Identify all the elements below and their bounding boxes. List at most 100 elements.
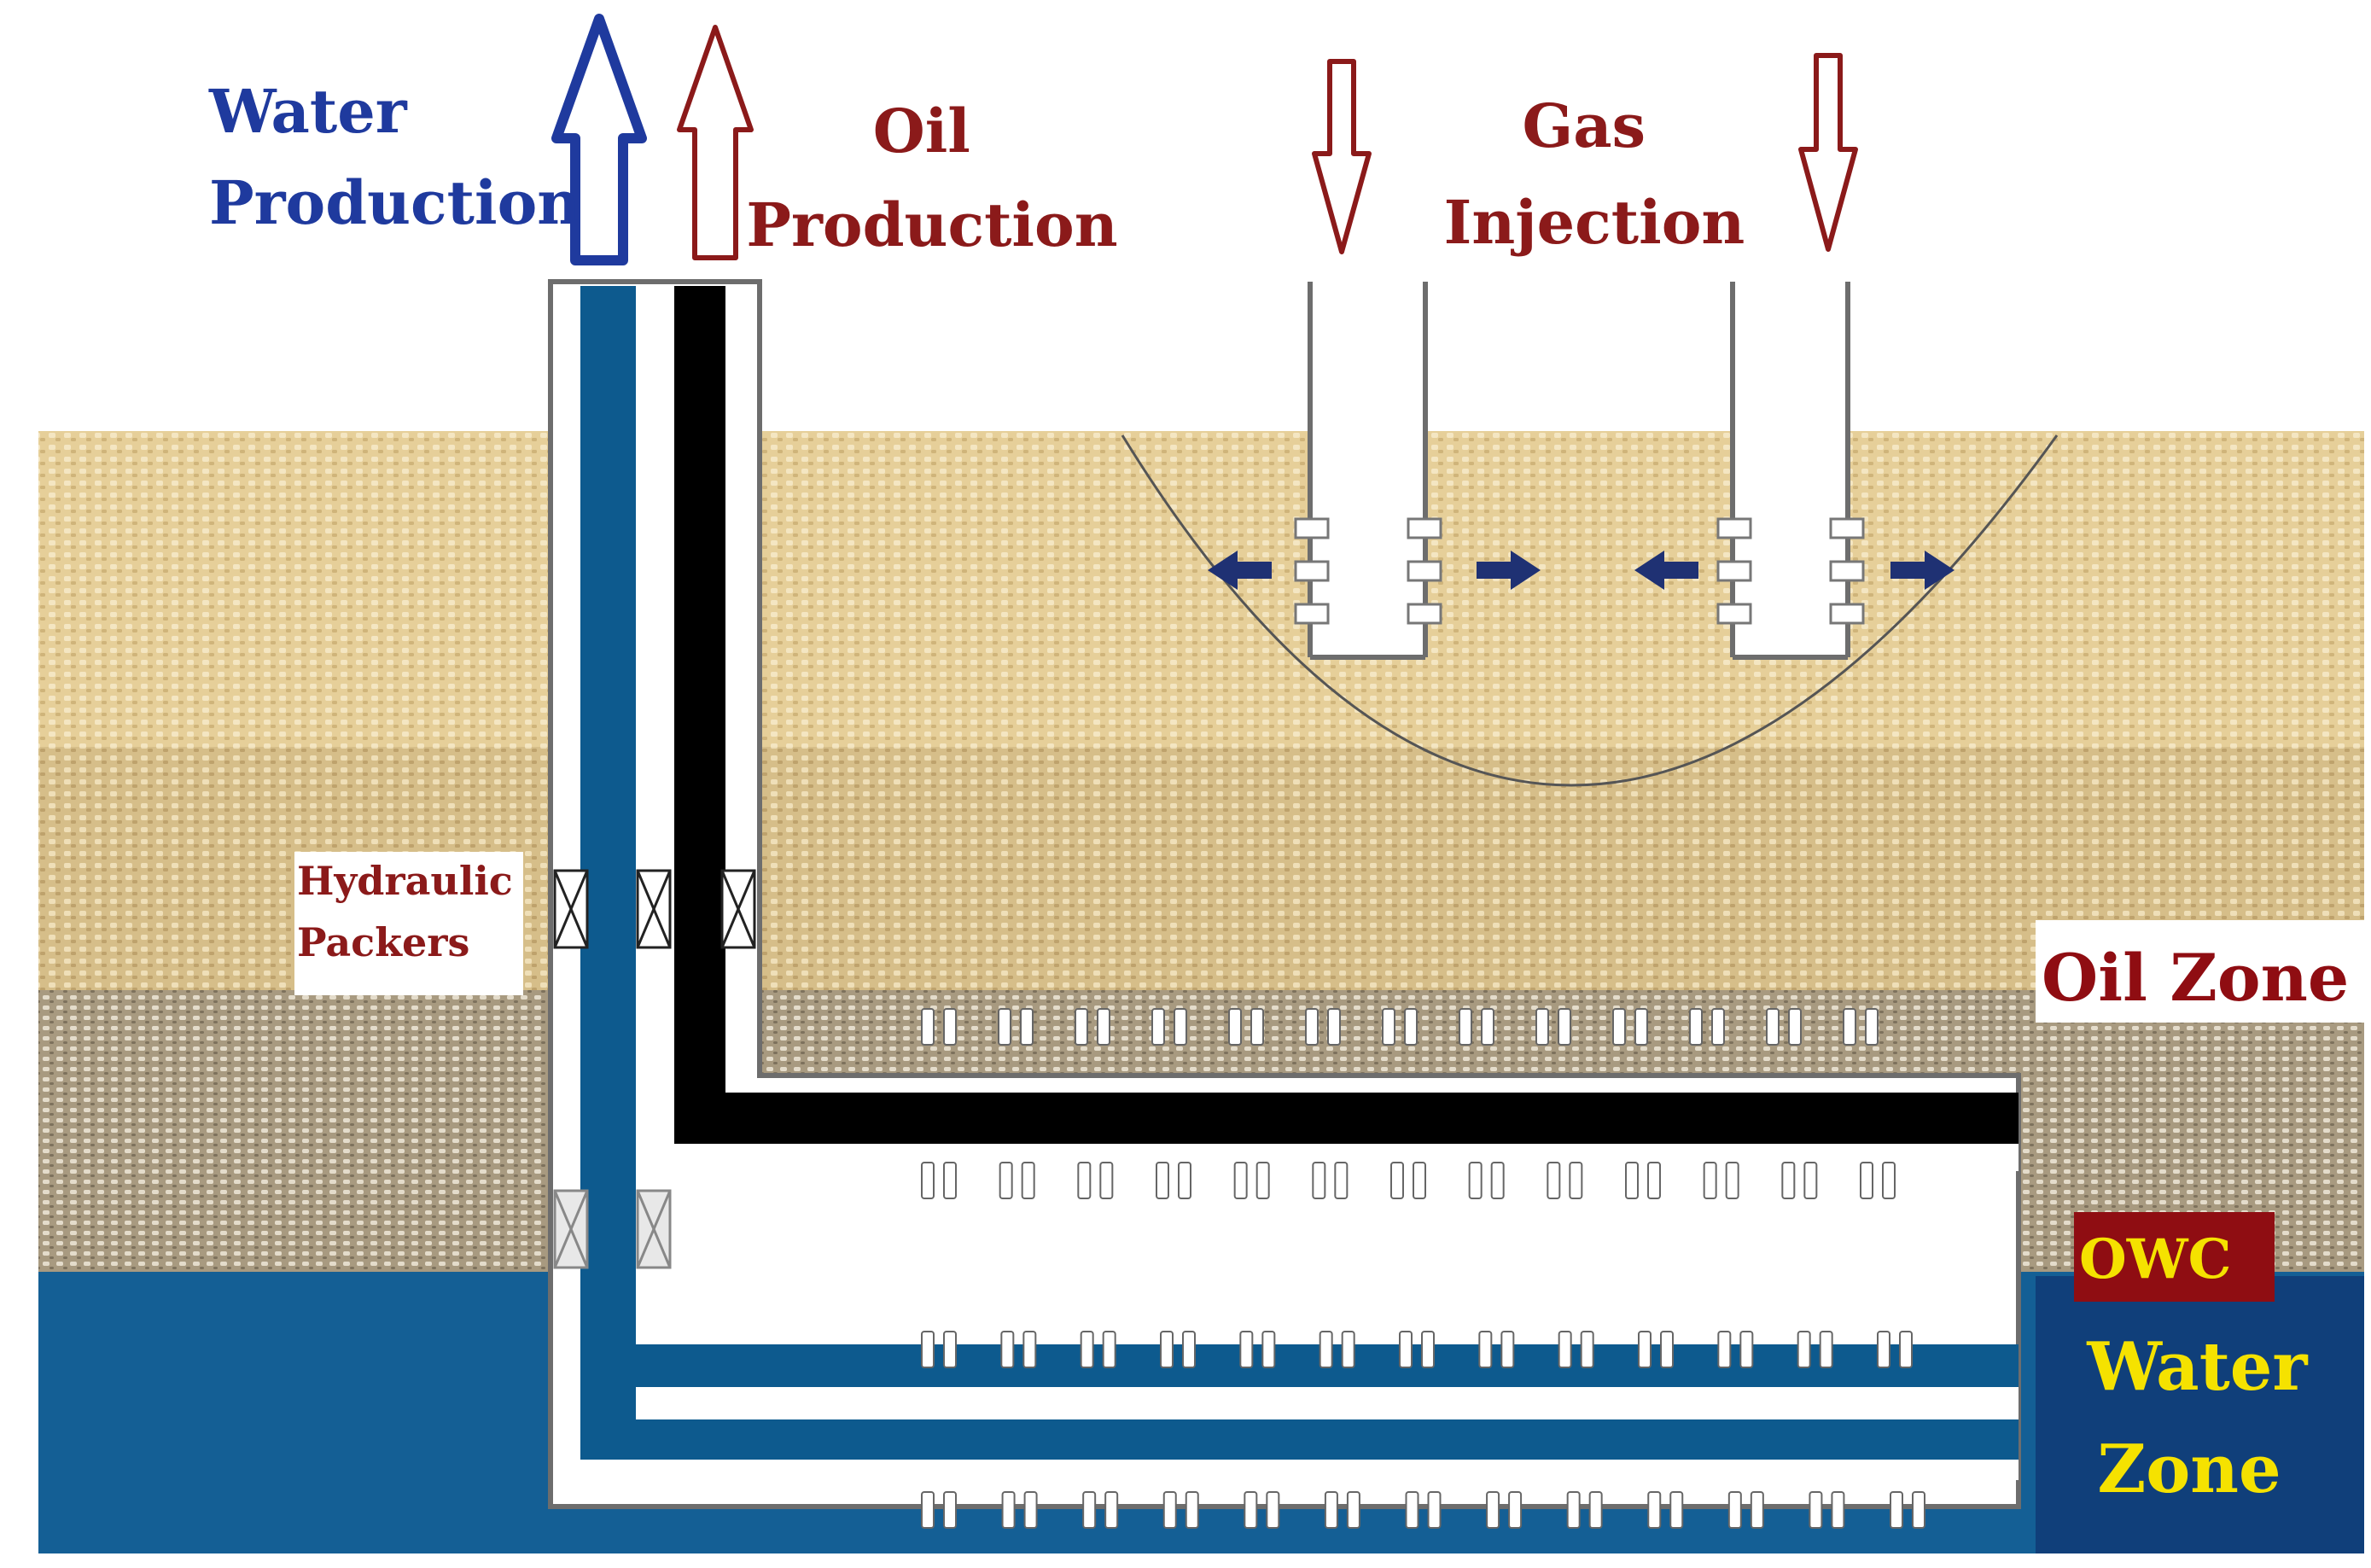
perforation-slot [1625, 1162, 1639, 1199]
perforation-slot [1803, 1162, 1818, 1199]
perforation-slot [1390, 1162, 1404, 1199]
perforation-slot [1001, 1491, 1016, 1529]
packer-icon [636, 1189, 672, 1269]
perforation-slot [943, 1008, 957, 1046]
water-production-label: Water Production [208, 76, 580, 238]
sand-layer-upper [38, 431, 2364, 755]
arrow-left-icon [1208, 551, 1272, 590]
water-production-arrow-icon [551, 14, 647, 265]
perforation-slot [1413, 1162, 1426, 1199]
perforation-slot [1558, 1008, 1571, 1046]
perforation-slot [1669, 1491, 1684, 1529]
perforation-slot [1250, 1008, 1264, 1046]
perforation-slot [943, 1331, 957, 1368]
perforation-slot [921, 1162, 935, 1199]
perforation-slot [1080, 1331, 1094, 1368]
perforation-slot [1781, 1162, 1796, 1199]
perforation-slot [1689, 1008, 1703, 1046]
perforation-slot [1660, 1331, 1674, 1368]
perforation-slot [1233, 1162, 1248, 1199]
perforation-slot [1022, 1331, 1037, 1368]
perforation-slot [1020, 1008, 1034, 1046]
perforation-slot [1535, 1008, 1549, 1046]
perforation-slot [1819, 1331, 1833, 1368]
perforation-slot [1865, 1008, 1879, 1046]
perforation-slot [1647, 1162, 1661, 1199]
arrow-right-icon [1477, 551, 1541, 590]
perforation-slot [1634, 1008, 1648, 1046]
perforation-slot [1717, 1331, 1732, 1368]
perforation-slot [1324, 1491, 1338, 1529]
perforation-slot [1899, 1331, 1913, 1368]
perforation-slot [1104, 1491, 1119, 1529]
perforation-slot [1151, 1008, 1165, 1046]
perforations [921, 1008, 1925, 1529]
gas-injection-well-1 [1294, 282, 1442, 660]
perforation-slot [921, 1331, 935, 1368]
perforation-slot [1558, 1331, 1572, 1368]
perforation-slot [1261, 1331, 1276, 1368]
perforation-slot [1500, 1331, 1515, 1368]
perforation-slot [1077, 1162, 1092, 1199]
perforation-slot [1255, 1162, 1270, 1199]
oil-zone-label-bg [2036, 920, 2364, 1023]
perforation-slot [1082, 1491, 1097, 1529]
perforation-slot [1427, 1491, 1442, 1529]
perforation-slot [1185, 1491, 1199, 1529]
oil-production-arrow-icon [677, 25, 754, 260]
perforation-slot [1160, 1331, 1174, 1368]
perforation-slot [1099, 1162, 1114, 1199]
perforation-slot [1882, 1162, 1896, 1199]
perforation-slot [1000, 1331, 1015, 1368]
perforation-slot [1102, 1331, 1116, 1368]
perforation-slot [1382, 1008, 1395, 1046]
perforation-slot [1228, 1008, 1242, 1046]
perforation-slot [1739, 1331, 1754, 1368]
perforation-slot [1346, 1491, 1360, 1529]
arrow-right-icon [1890, 551, 1954, 590]
perforation-slot [1244, 1491, 1258, 1529]
gas-injection-label: Gas Injection [1444, 90, 1745, 258]
perforation-slot [1319, 1331, 1333, 1368]
perforation-slot [1612, 1008, 1626, 1046]
perforation-slot [1890, 1491, 1903, 1529]
production-arrows [551, 14, 754, 265]
perforation-slot [1831, 1491, 1845, 1529]
gas-injection-well-2 [1716, 282, 1865, 660]
perforation-slot [1750, 1491, 1764, 1529]
gas-dispersion-arrows [1208, 551, 1954, 590]
gas-injection-arrow-icon [1798, 53, 1858, 252]
perforation-slot [921, 1491, 935, 1529]
hydraulic-packers-label: Hydraulic Packers [297, 858, 527, 965]
perforation-slot [1156, 1162, 1169, 1199]
perforation-slot [1486, 1491, 1500, 1529]
perforation-slot [1023, 1491, 1038, 1529]
perforation-slot [1404, 1008, 1418, 1046]
perforation-slot [1341, 1331, 1355, 1368]
oil-production-label: Oil Production [746, 96, 1117, 260]
perforation-slot [1178, 1162, 1191, 1199]
perforation-slot [1843, 1008, 1856, 1046]
perforation-slot [1481, 1008, 1494, 1046]
perforation-slot [1797, 1331, 1811, 1368]
perforation-slot [1459, 1008, 1472, 1046]
gas-cap-boundary [1121, 434, 2059, 787]
perforation-slot [921, 1008, 935, 1046]
perforation-slot [1877, 1331, 1890, 1368]
perforation-slot [1711, 1008, 1725, 1046]
perforation-slot [1647, 1491, 1662, 1529]
perforation-slot [1334, 1162, 1349, 1199]
perforation-slot [1809, 1491, 1823, 1529]
perforation-slot [1490, 1162, 1505, 1199]
water-zone-label: Water Zone [2086, 1328, 2330, 1508]
perforation-slot [1174, 1008, 1187, 1046]
packer-icon [720, 869, 756, 949]
perforation-slot [1305, 1008, 1319, 1046]
gas-injection-arrows [1312, 53, 1858, 254]
perforation-slot [1021, 1162, 1035, 1199]
perforation-slot [1725, 1162, 1739, 1199]
perforation-slot [1638, 1331, 1652, 1368]
hydraulic-packers-label-bg [294, 852, 523, 995]
packer-icon [553, 869, 589, 949]
